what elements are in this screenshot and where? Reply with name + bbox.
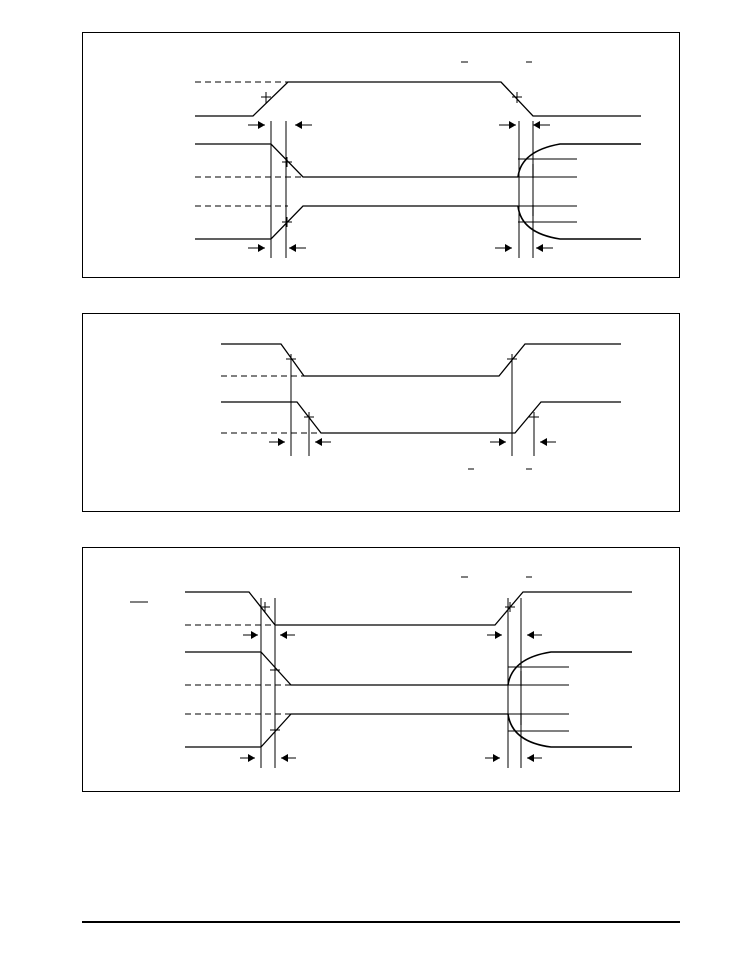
arrow-head bbox=[280, 631, 287, 639]
timing-diagram-2 bbox=[82, 313, 680, 512]
timing-diagram-3 bbox=[82, 547, 680, 792]
float-curve-lower bbox=[507, 713, 632, 748]
arrow-head bbox=[505, 244, 512, 252]
arrow-head bbox=[289, 244, 296, 252]
arrow-head bbox=[248, 754, 255, 762]
arrow-head bbox=[251, 631, 258, 639]
arrow-head bbox=[499, 438, 506, 446]
arrow-head bbox=[495, 631, 502, 639]
data-waveform-upper bbox=[195, 143, 518, 178]
arrow-head bbox=[315, 438, 322, 446]
data-waveform-lower bbox=[195, 205, 518, 240]
footer-rule bbox=[82, 921, 680, 923]
timing-diagram-1 bbox=[82, 32, 680, 278]
float-curve-lower bbox=[517, 205, 641, 240]
float-curve-upper bbox=[507, 651, 632, 686]
waveform-b bbox=[221, 401, 621, 434]
timing-diagram-2-svg bbox=[221, 343, 621, 470]
arrow-head bbox=[536, 244, 543, 252]
arrow-head bbox=[281, 754, 288, 762]
arrow-head bbox=[258, 121, 265, 129]
arrow-head bbox=[258, 244, 265, 252]
data-waveform-upper bbox=[185, 651, 508, 686]
waveform-a bbox=[221, 343, 621, 377]
arrow-head bbox=[540, 438, 547, 446]
timing-diagram-3-svg bbox=[130, 576, 632, 768]
arrow-head bbox=[527, 754, 534, 762]
arrow-head bbox=[533, 121, 540, 129]
output-waveform bbox=[195, 81, 641, 117]
float-curve-upper bbox=[517, 143, 641, 178]
arrow-head bbox=[527, 631, 534, 639]
timing-diagram-1-svg bbox=[195, 61, 641, 258]
arrow-head bbox=[493, 754, 500, 762]
arrow-head bbox=[278, 438, 285, 446]
arrow-head bbox=[509, 121, 516, 129]
control-waveform bbox=[185, 591, 632, 626]
data-waveform-lower bbox=[185, 713, 508, 748]
arrow-head bbox=[295, 121, 302, 129]
